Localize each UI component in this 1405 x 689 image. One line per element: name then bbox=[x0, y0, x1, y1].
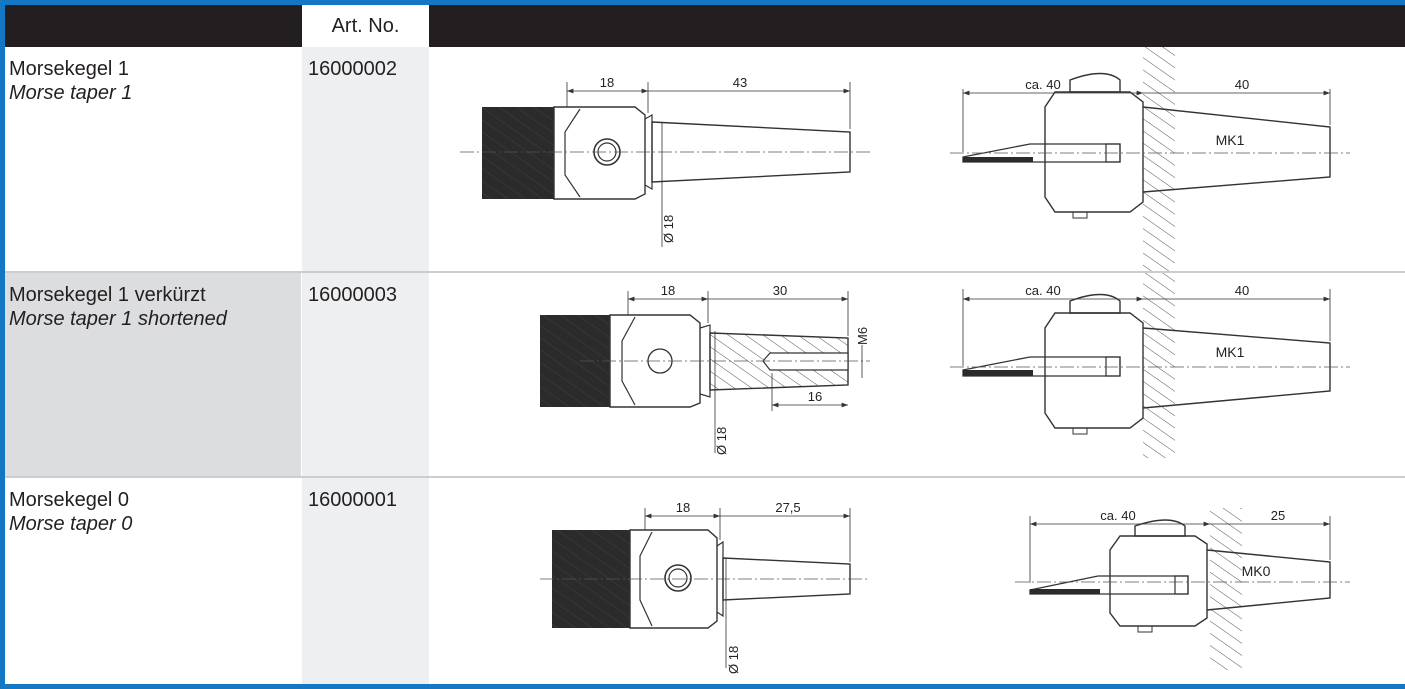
name-de: Morsekegel 1 verkürzt bbox=[9, 284, 206, 306]
dim-40: 40 bbox=[1235, 77, 1249, 92]
header-art-no: Art. No. bbox=[302, 5, 429, 47]
mounted-drawing: ca. 40 40 MK1 bbox=[950, 273, 1350, 458]
dim-dia: Ø 18 bbox=[661, 215, 676, 243]
taper-label: MK1 bbox=[1216, 132, 1245, 148]
dim-18: 18 bbox=[600, 75, 614, 90]
table-row: Morsekegel 0 Morse taper 0 16000001 bbox=[5, 478, 1405, 684]
name-cell: Morsekegel 0 Morse taper 0 bbox=[5, 478, 301, 684]
dim-thread: M6 bbox=[855, 327, 870, 345]
art-no: 16000001 bbox=[308, 489, 397, 511]
drawing-cell: 18 43 Ø 18 bbox=[430, 47, 1405, 271]
name-cell: Morsekegel 1 Morse taper 1 bbox=[5, 47, 301, 271]
technical-drawing: 18 27,5 Ø 18 bbox=[540, 500, 1350, 674]
name-de: Morsekegel 0 bbox=[9, 489, 130, 511]
art-no-cell: 16000001 bbox=[302, 478, 429, 684]
dim-ca40: ca. 40 bbox=[1025, 77, 1060, 92]
drawing-cell: 18 30 16 M6 Ø 18 bbox=[430, 273, 1405, 476]
dim-30: 30 bbox=[773, 283, 787, 298]
holder-drawing: 18 30 16 M6 Ø 18 bbox=[540, 283, 870, 455]
dim-dia: Ø 18 bbox=[714, 427, 729, 455]
art-no-cell: 16000003 bbox=[302, 273, 429, 476]
dim-ca40: ca. 40 bbox=[1100, 508, 1135, 523]
name-en: Morse taper 0 bbox=[9, 513, 133, 535]
name-en: Morse taper 1 shortened bbox=[9, 308, 227, 330]
table-row: Morsekegel 1 Morse taper 1 16000002 bbox=[5, 47, 1405, 271]
technical-drawing: 18 43 Ø 18 bbox=[460, 47, 1350, 271]
product-table: Art. No. Morsekegel 1 Morse taper 1 1600… bbox=[5, 5, 1405, 684]
drawing-cell: 18 27,5 Ø 18 bbox=[430, 478, 1405, 684]
dim-40: 40 bbox=[1235, 283, 1249, 298]
dim-25: 25 bbox=[1271, 508, 1285, 523]
dim-dia: Ø 18 bbox=[726, 646, 741, 674]
dim-ca40: ca. 40 bbox=[1025, 283, 1060, 298]
art-no: 16000002 bbox=[308, 58, 397, 80]
mounted-drawing: ca. 40 25 MK0 bbox=[1015, 508, 1350, 670]
dim-43: 43 bbox=[733, 75, 747, 90]
technical-drawing: 18 30 16 M6 Ø 18 bbox=[540, 273, 1350, 458]
name-cell: Morsekegel 1 verkürzt Morse taper 1 shor… bbox=[5, 273, 301, 476]
art-no: 16000003 bbox=[308, 284, 397, 306]
dim-18: 18 bbox=[661, 283, 675, 298]
table-header: Art. No. bbox=[5, 5, 1405, 47]
taper-label: MK0 bbox=[1242, 563, 1271, 579]
holder-drawing: 18 27,5 Ø 18 bbox=[540, 500, 870, 674]
holder-drawing: 18 43 Ø 18 bbox=[460, 75, 870, 247]
dim-27-5: 27,5 bbox=[775, 500, 800, 515]
name-en: Morse taper 1 bbox=[9, 82, 133, 104]
dim-16: 16 bbox=[808, 389, 822, 404]
dim-18: 18 bbox=[676, 500, 690, 515]
table-row: Morsekegel 1 verkürzt Morse taper 1 shor… bbox=[5, 273, 1405, 476]
art-no-cell: 16000002 bbox=[302, 47, 429, 271]
mounted-drawing: ca. 40 40 MK1 bbox=[950, 47, 1350, 271]
taper-label: MK1 bbox=[1216, 344, 1245, 360]
name-de: Morsekegel 1 bbox=[9, 58, 130, 80]
